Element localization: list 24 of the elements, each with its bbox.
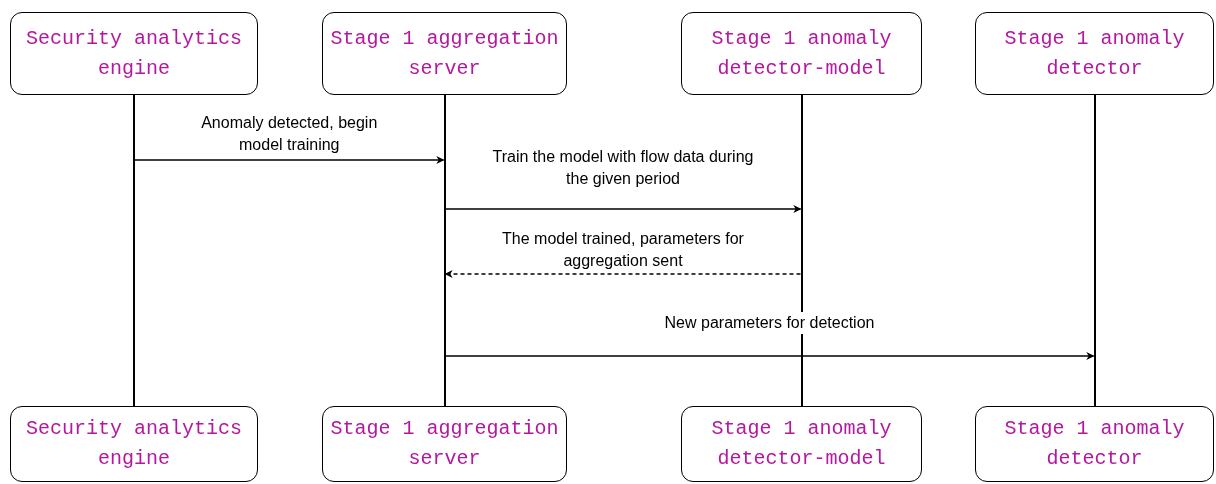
participant-name: Stage 1 aggregation server — [329, 25, 560, 82]
participant-box — [10, 12, 258, 95]
participant-name: Stage 1 anomaly detector — [1003, 416, 1186, 472]
participant-box — [10, 406, 258, 482]
participant-box — [975, 12, 1214, 95]
participant-name: Stage 1 anomaly detector — [1003, 25, 1186, 82]
participant-name: Stage 1 anomaly detector-model — [710, 416, 893, 472]
message-arrow — [444, 205, 802, 213]
participant-name: Stage 1 anomaly detector-model — [710, 25, 893, 82]
participant-box — [975, 406, 1214, 482]
message-arrow — [444, 270, 802, 278]
participant-box — [681, 406, 922, 482]
edge-label: New parameters for detection — [662, 312, 877, 334]
message-arrow — [134, 156, 445, 164]
participant-box — [322, 406, 567, 482]
participant-box — [322, 12, 567, 95]
message-arrow — [444, 352, 1095, 360]
lifeline — [133, 95, 135, 406]
participant-name: Stage 1 aggregation server — [329, 416, 560, 472]
participant-box — [681, 12, 922, 95]
lifeline — [1093, 95, 1096, 406]
participant-name: Security analytics engine — [24, 416, 243, 472]
participant-name: Security analytics engine — [24, 25, 243, 82]
lifeline — [443, 95, 446, 406]
